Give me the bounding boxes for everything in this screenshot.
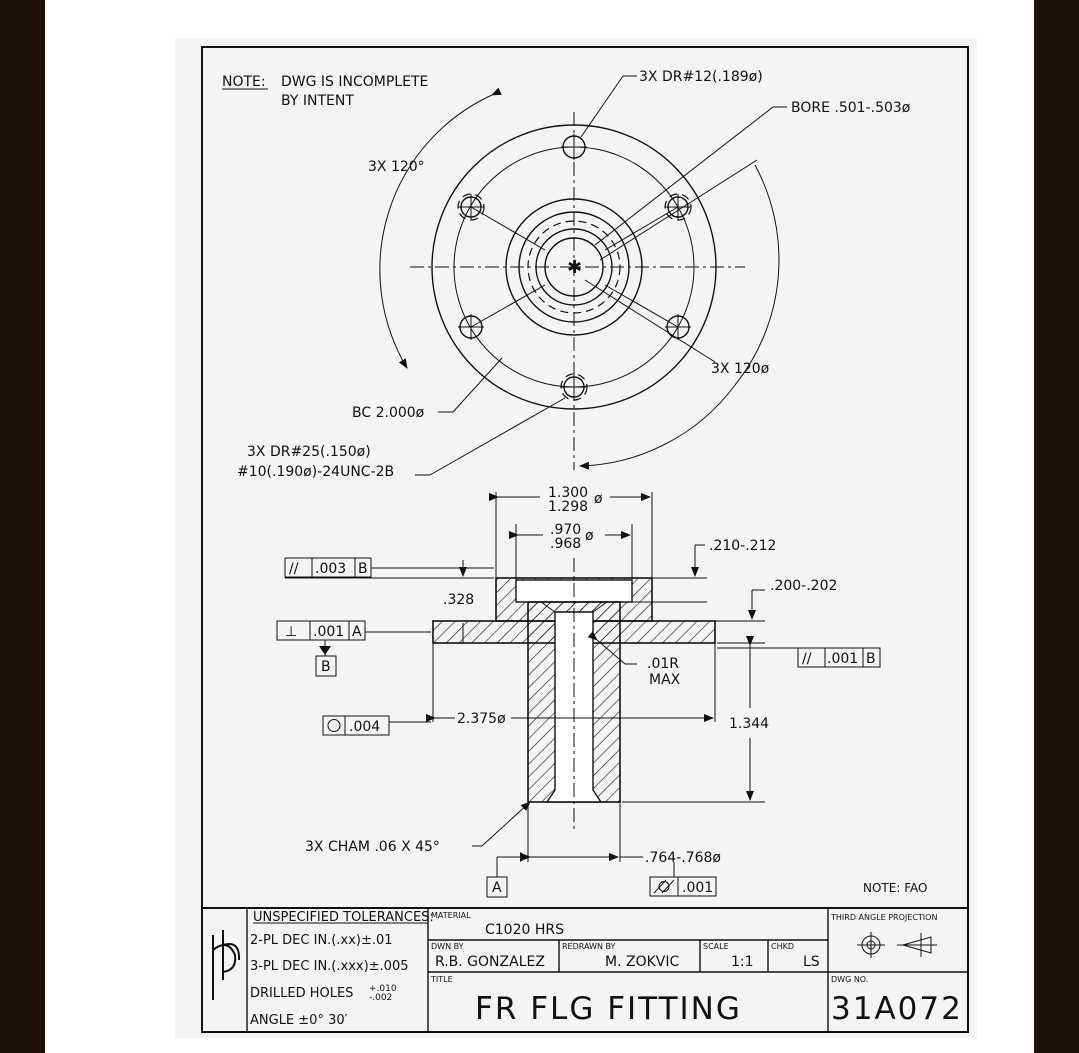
dwg-label: DWG NO. (831, 975, 868, 984)
dim-210: .210-.212 (709, 538, 776, 554)
datum-b-label: B (321, 659, 331, 675)
dia-top-symbol: ø (594, 491, 603, 507)
svg-text://: // (802, 651, 812, 667)
svg-text:.004: .004 (349, 719, 380, 735)
svg-text:B: B (358, 561, 368, 577)
projection-label: THIRD ANGLE PROJECTION (830, 913, 937, 922)
top-view: ✱ 3X DR (237, 69, 911, 480)
dim-328: .328 (443, 592, 474, 608)
drawing-border (201, 46, 969, 1033)
tol-2pl: 2-PL DEC IN.(.xx)±.01 (250, 933, 393, 948)
dia-inner-upper: .970 (550, 522, 581, 538)
angle-arc-right (734, 164, 780, 386)
svg-text:.001: .001 (682, 880, 713, 896)
dwn-value: R.B. GONZALEZ (435, 954, 545, 970)
bore-circle (544, 237, 604, 297)
dwg-number: 31A072 (831, 991, 963, 1027)
title-label: TITLE (430, 975, 453, 984)
scale-label: SCALE (703, 942, 729, 951)
dr12-label: 3X DR#12(.189ø) (639, 69, 763, 85)
shank-circle (535, 228, 613, 306)
svg-text:.001: .001 (313, 624, 344, 640)
gdt-cylindricity: .001 (649, 876, 717, 897)
hub-circle (505, 198, 643, 336)
bore-label: BORE .501-.503ø (791, 100, 911, 116)
note-line-2: BY INTENT (281, 93, 354, 109)
material-value: C1020 HRS (485, 922, 564, 938)
dia-flange: 2.375ø (457, 711, 506, 727)
angle-arc-left (379, 87, 502, 369)
tap-label: #10(.190ø)-24UNC-2B (237, 464, 394, 480)
note-fao: NOTE: FAO (863, 881, 927, 895)
dr25-label: 3X DR#25(.150ø) (247, 444, 371, 460)
datum-b-box (315, 655, 337, 677)
center-mark: ✱ (567, 257, 582, 278)
redrawn-value: M. ZOKVIC (605, 954, 679, 970)
paper-sheet (175, 38, 977, 1038)
dia-inner-symbol: ø (585, 528, 594, 544)
title-block: UNSPECIFIED TOLERANCES: 2-PL DEC IN.(.xx… (202, 907, 968, 1032)
radius-line-2: MAX (649, 672, 681, 688)
chkd-value: LS (803, 954, 820, 970)
chkd-label: CHKD (771, 942, 794, 951)
projection-symbol-icon (857, 932, 937, 958)
gdt-parallel-top: // .003 B (284, 557, 372, 578)
gdt-circularity: .004 (322, 715, 390, 736)
redrawn-label: REDRAWN BY (562, 942, 616, 951)
technical-drawing: NOTE: DWG IS INCOMPLETE BY INTENT ✱ (175, 38, 977, 1038)
angle-arc-bottom (579, 384, 736, 470)
svg-text:.003: .003 (315, 561, 346, 577)
drawing-page: NOTE: DWG IS INCOMPLETE BY INTENT ✱ (45, 0, 1034, 1053)
gdt-parallel-right: // .001 B (797, 647, 881, 668)
company-logo (212, 930, 241, 1000)
svg-text:A: A (352, 624, 362, 640)
tol-3pl: 3-PL DEC IN.(.xxx)±.005 (250, 959, 409, 974)
hub-inner-circle (518, 211, 630, 323)
dia-bottom: .764-.768ø (645, 850, 721, 866)
bolt-circle-label: BC 2.000ø (352, 405, 425, 421)
tol-drilled-plus: +.010 (369, 984, 397, 994)
dwn-label: DWN BY (431, 942, 464, 951)
angle-120-left-label: 3X 120° (368, 159, 425, 175)
tolerances-title: UNSPECIFIED TOLERANCES: (253, 910, 434, 925)
dim-200: .200-.202 (770, 578, 837, 594)
angle-120-right-label: 3X 120ø (711, 361, 770, 377)
svg-text:B: B (866, 651, 876, 667)
radius-line-1: .01R (647, 656, 679, 672)
scale-value: 1:1 (731, 954, 754, 970)
tol-drilled-minus: -.002 (369, 993, 392, 1003)
drawing-title: FR FLG FITTING (475, 991, 742, 1027)
height-dim: 1.344 (729, 716, 769, 732)
gdt-perpendicular: ⊥ .001 A (276, 620, 366, 641)
dia-inner-lower: .968 (550, 536, 581, 552)
material-label: MATERIAL (431, 911, 471, 920)
note-line-1: DWG IS INCOMPLETE (281, 74, 428, 90)
dia-top-upper: 1.300 (548, 485, 588, 501)
tol-drilled: DRILLED HOLES (250, 986, 353, 1001)
chamfer-label: 3X CHAM .06 X 45° (305, 839, 440, 855)
dia-top-lower: 1.298 (548, 499, 588, 515)
note-label: NOTE: (222, 74, 266, 90)
tol-angle: ANGLE ±0° 30′ (250, 1013, 348, 1028)
svg-text:.001: .001 (827, 651, 858, 667)
section-view: 1.300 1.298 ø .970 .968 ø .210-.212 .200… (276, 485, 881, 898)
datum-a-label: A (492, 880, 502, 896)
svg-text:⊥: ⊥ (285, 624, 297, 640)
counterbore-hidden (527, 220, 621, 314)
svg-text://: // (289, 561, 299, 577)
